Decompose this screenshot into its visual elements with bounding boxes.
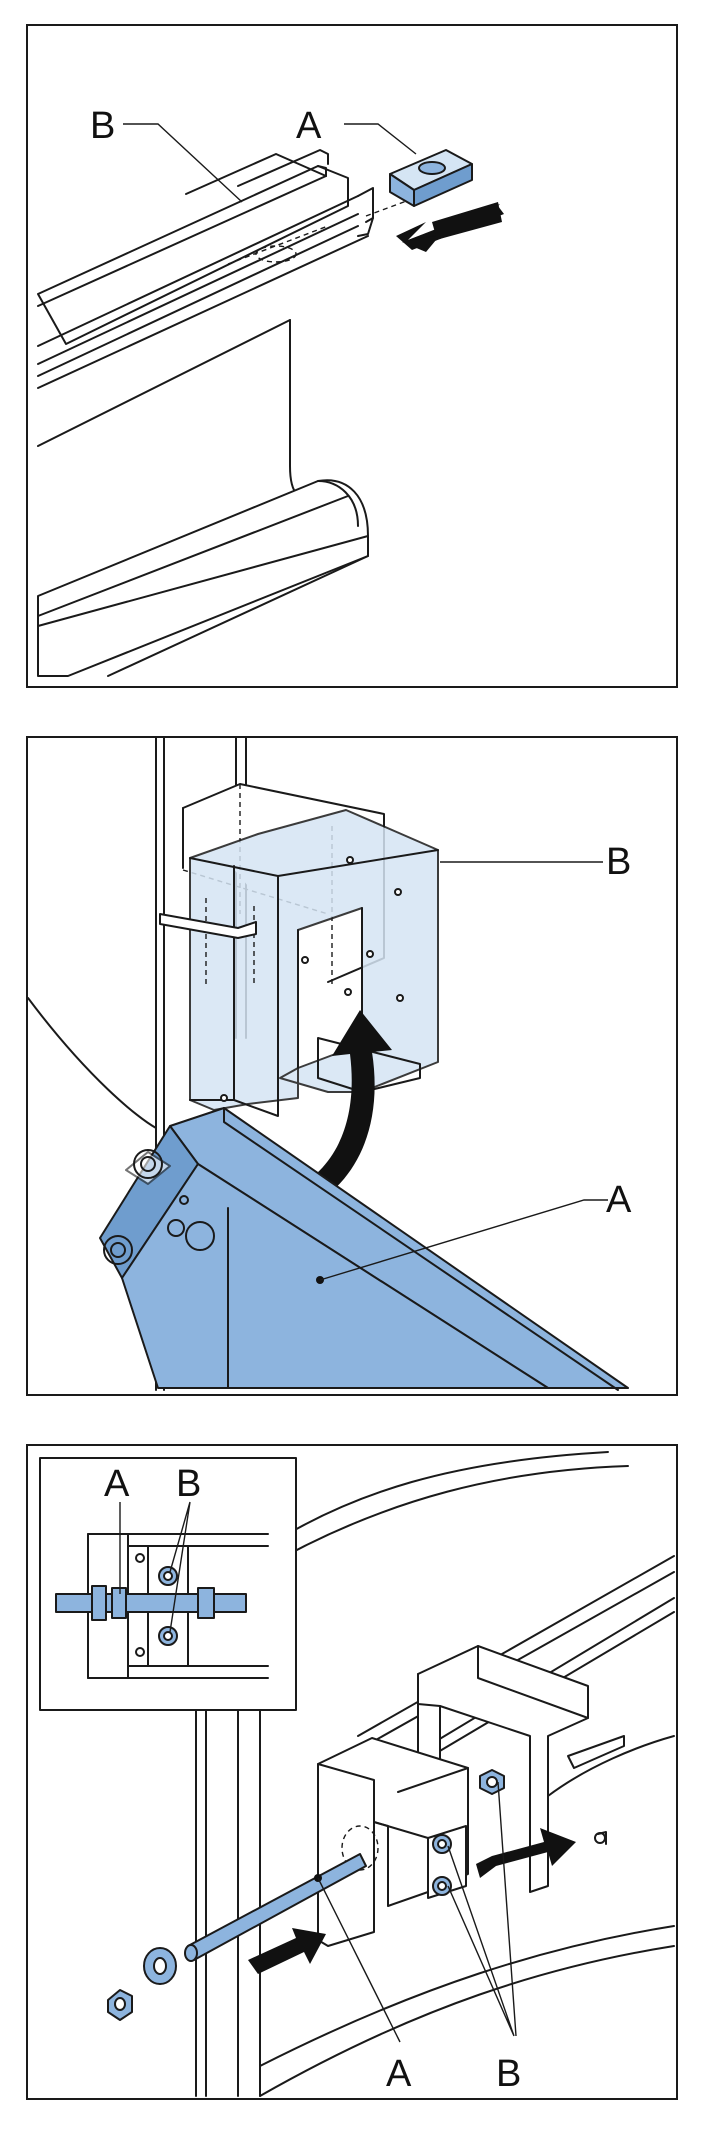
callout-label-a: A [296, 105, 322, 147]
step-1-illustration: B A [37, 105, 504, 677]
mount-bracket [317, 1737, 505, 1947]
step-3-panel: A B A B [26, 1444, 678, 2100]
inset-callout-label-b: B [176, 1463, 201, 1505]
push-arrow-icon [476, 1828, 576, 1878]
part-a-block [389, 149, 473, 207]
inset-callout-label-a: A [104, 1463, 130, 1505]
washer-and-nut [107, 1947, 177, 2021]
leader-a [317, 1877, 401, 2043]
step-3-illustration: A B A B [39, 1451, 675, 2097]
rotate-arrow-icon [292, 1010, 392, 1210]
inset-detail: A B [39, 1457, 297, 1711]
insert-arrow-icon [248, 1928, 326, 1974]
step-1-panel: B A [26, 24, 678, 688]
leader-a [344, 123, 417, 155]
insert-direction-arrow-icon [396, 202, 504, 252]
callout-label-a: A [386, 2053, 412, 2095]
leader-b [123, 123, 243, 203]
hidden-slot-outline [255, 245, 297, 263]
callout-label-b: B [606, 841, 631, 883]
step-2-panel: B A [26, 736, 678, 1396]
rail-part-b [37, 149, 374, 677]
step-2-illustration: B A [28, 738, 632, 1391]
callout-label-a: A [606, 1179, 632, 1221]
callout-label-b: B [496, 2053, 521, 2095]
leader-b [447, 1781, 517, 2037]
leader-a [319, 1199, 608, 1281]
part-b-u-bracket [159, 809, 439, 1117]
part-a-rail [99, 1107, 629, 1391]
callout-label-b: B [90, 105, 115, 147]
